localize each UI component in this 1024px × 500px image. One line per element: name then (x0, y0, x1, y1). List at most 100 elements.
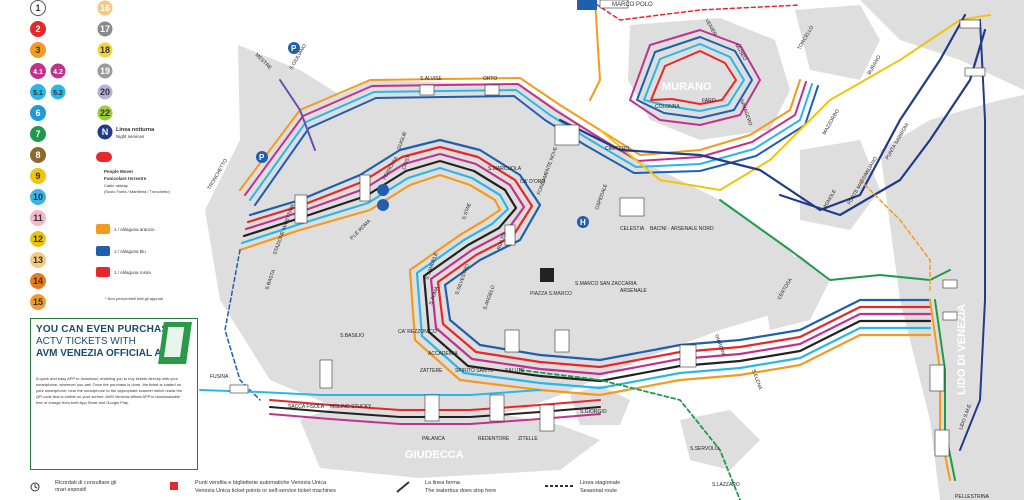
stop-label: BACINI · ARSENALE NORD (650, 226, 714, 232)
stop-marker[interactable] (484, 84, 500, 96)
bus-icon[interactable] (377, 199, 389, 211)
bottom-col2a: Punti vendita e biglietterie automatiche… (195, 480, 327, 486)
stop-label: SACCA FISOLA (288, 404, 325, 410)
stop-marker[interactable] (554, 124, 580, 146)
stop-marker[interactable] (489, 394, 505, 422)
airport-icon[interactable] (577, 0, 597, 10)
stop-marker[interactable] (539, 404, 555, 432)
legend-line-badge (30, 210, 46, 226)
stop-label: MOLINO STUCKY (330, 404, 372, 410)
legend-line-badge (50, 63, 66, 79)
stop-label: CA' REZZONICO (398, 329, 437, 335)
stop-marker[interactable] (359, 174, 371, 202)
bottom-col2b: Venezia Unica ticket points or self-serv… (195, 488, 336, 494)
parking-icon-glyph: P (291, 44, 297, 53)
route-giudecca-1 (199, 389, 541, 396)
vignole-island (800, 140, 880, 230)
legend-line-number: 2 (35, 24, 40, 34)
legend-text: (Scolo Fuela / Marittima / Tronchetto) (104, 189, 170, 194)
stop-label: CELESTIA (620, 226, 645, 232)
legend-line-number: 8 (35, 150, 40, 160)
route-dashed-red (589, 0, 801, 21)
stop-marker[interactable] (599, 0, 629, 9)
legend-line-number: 14 (33, 276, 43, 286)
stop-marker[interactable] (424, 394, 440, 422)
legend-line-badge (30, 231, 46, 247)
legend-line-badge (97, 84, 113, 100)
legend-text: 1 / Alilaguna rossa (114, 270, 151, 275)
mainland (860, 0, 1024, 90)
parking-icon[interactable] (256, 151, 268, 163)
bottom-col3a: La linea ferma (425, 480, 460, 486)
stop-marker[interactable] (964, 67, 986, 77)
legend-line-badge (30, 84, 46, 100)
route-line-5 (240, 166, 932, 390)
legend-line-badge (30, 189, 46, 205)
stop-marker[interactable] (229, 384, 249, 394)
route-murano-4 (650, 50, 737, 105)
stop-marker[interactable] (929, 364, 945, 392)
legend-line-number: 22 (100, 108, 110, 118)
stop-label: S.MARCUOLA (488, 166, 522, 172)
legend-line-badge (97, 0, 113, 16)
stop-marker[interactable] (294, 194, 308, 224)
stop-label: S.BASILIO (340, 333, 364, 339)
route-north-3 (249, 83, 813, 201)
route-navy (558, 13, 967, 212)
legend-text: Linea notturna (116, 127, 155, 133)
bottom-col1: Ricordati di consultare gli orari espost… (55, 480, 117, 493)
sservolo-island (680, 410, 760, 470)
stop-marker[interactable] (504, 329, 520, 353)
stop-label: ZATTERE (420, 368, 443, 374)
legend-line-badge (30, 126, 46, 142)
legend-line-number: 17 (100, 24, 110, 34)
legend-line-number: 7 (35, 129, 40, 139)
legend-line-number: 16 (100, 3, 110, 13)
route-yellow (599, 14, 991, 191)
parking-icon[interactable] (288, 42, 300, 54)
legend-line-badge (30, 0, 46, 16)
route-murano-2 (636, 36, 753, 119)
stop-label: CRIST (401, 155, 412, 171)
legend-line-badge (30, 294, 46, 310)
place-lido: LIDO DI VENEZIA (956, 304, 968, 395)
legend-line-number: 4.1 (33, 69, 43, 76)
ticket-point-icon (170, 482, 178, 490)
stop-marker[interactable] (504, 224, 516, 246)
route-green-lido (719, 199, 951, 281)
legend-line-number: 9 (35, 171, 40, 181)
legend-line-badge (97, 63, 113, 79)
legend-line-badge (30, 273, 46, 289)
stop-label: REDENTORE (478, 436, 510, 442)
hospital-icon[interactable] (577, 216, 589, 228)
route-north-2 (244, 81, 807, 196)
stop-marker[interactable] (934, 429, 950, 457)
legend-line-badge (30, 42, 46, 58)
train-icon[interactable] (377, 184, 389, 196)
route-line-3 (244, 152, 932, 376)
stop-marker[interactable] (942, 279, 958, 289)
stop-marker[interactable] (679, 344, 697, 368)
stop-marker[interactable] (554, 329, 570, 353)
night-line-glyph: N (102, 127, 109, 137)
stop-label: ORTO (483, 76, 497, 82)
stop-label: ZITELLE (518, 436, 538, 442)
legend-text: 1 / Alilaguna arancio (114, 227, 155, 232)
stop-label: S.GIORGIO (580, 409, 607, 415)
stop-marker[interactable] (319, 359, 333, 389)
legend-line-badge (30, 147, 46, 163)
legend-line-number: 1 (35, 3, 40, 13)
stop-marker[interactable] (419, 84, 435, 96)
route-north-4 (254, 85, 819, 206)
stop-label: S.MARCO SAN ZACCARIA (575, 281, 637, 287)
lido-island (880, 95, 1024, 500)
stop-marker[interactable] (619, 197, 645, 217)
route-tessera (589, 0, 601, 101)
stop-marker[interactable] (942, 311, 958, 321)
people-mover-icon (96, 152, 112, 162)
stop-label: SPIRITO SANTO (455, 368, 494, 374)
legend-text: * Non percorrebili tutti gli approdi (105, 296, 163, 301)
stop-marker[interactable] (959, 19, 981, 29)
route-mestre (279, 79, 316, 151)
hospital-icon-glyph: H (580, 218, 586, 227)
